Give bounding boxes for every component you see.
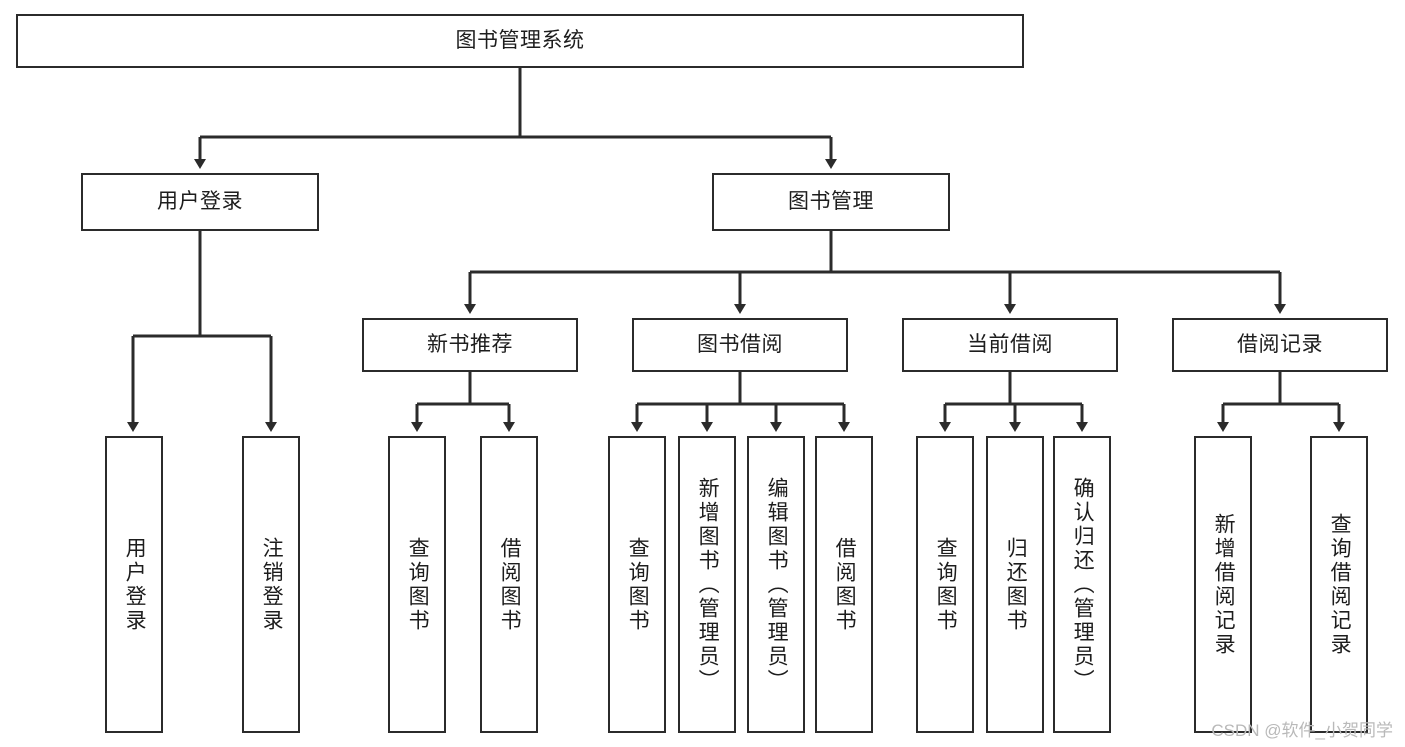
leaf-borrow-book-new[interactable]: 借阅图书 (480, 436, 538, 733)
leaf-edit-book-admin-label: 编辑图书（管理员） (765, 476, 789, 693)
leaf-add-book-admin-label: 新增图书（管理员） (696, 476, 720, 693)
leaf-return-book-label: 归还图书 (1004, 536, 1028, 633)
leaf-return-book[interactable]: 归还图书 (986, 436, 1044, 733)
node-current-borrow-label: 当前借阅 (967, 333, 1053, 357)
leaf-add-book-admin[interactable]: 新增图书（管理员） (678, 436, 736, 733)
node-user-login[interactable]: 用户登录 (81, 173, 319, 231)
node-borrow-record-label: 借阅记录 (1237, 333, 1323, 357)
watermark-text: CSDN @软件_小贺同学 (1211, 721, 1393, 740)
leaf-query-book-current-label: 查询图书 (934, 536, 958, 633)
node-book-management-label: 图书管理 (788, 190, 874, 214)
leaf-query-book-new-label: 查询图书 (406, 536, 430, 633)
node-borrow-record[interactable]: 借阅记录 (1172, 318, 1388, 372)
node-root-label: 图书管理系统 (455, 29, 585, 53)
node-book-borrow[interactable]: 图书借阅 (632, 318, 848, 372)
leaf-query-borrow-record[interactable]: 查询借阅记录 (1310, 436, 1368, 733)
leaf-user-login-label: 用户登录 (123, 536, 147, 633)
leaf-add-borrow-record-label: 新增借阅记录 (1212, 512, 1236, 657)
node-current-borrow[interactable]: 当前借阅 (902, 318, 1118, 372)
node-book-borrow-label: 图书借阅 (697, 333, 783, 357)
leaf-confirm-return-admin[interactable]: 确认归还（管理员） (1053, 436, 1111, 733)
leaf-query-borrow-record-label: 查询借阅记录 (1328, 512, 1352, 657)
node-book-management[interactable]: 图书管理 (712, 173, 950, 231)
leaf-borrow-book[interactable]: 借阅图书 (815, 436, 873, 733)
leaf-query-book-current[interactable]: 查询图书 (916, 436, 974, 733)
leaf-borrow-book-new-label: 借阅图书 (498, 536, 522, 633)
leaf-borrow-book-label: 借阅图书 (833, 536, 857, 633)
leaf-logout[interactable]: 注销登录 (242, 436, 300, 733)
leaf-confirm-return-admin-label: 确认归还（管理员） (1071, 476, 1095, 693)
leaf-edit-book-admin[interactable]: 编辑图书（管理员） (747, 436, 805, 733)
leaf-query-book-borrow-label: 查询图书 (626, 536, 650, 633)
leaf-logout-label: 注销登录 (260, 536, 284, 633)
node-new-book-recommend[interactable]: 新书推荐 (362, 318, 578, 372)
node-root[interactable]: 图书管理系统 (16, 14, 1024, 68)
leaf-query-book-new[interactable]: 查询图书 (388, 436, 446, 733)
leaf-add-borrow-record[interactable]: 新增借阅记录 (1194, 436, 1252, 733)
leaf-user-login[interactable]: 用户登录 (105, 436, 163, 733)
node-new-book-recommend-label: 新书推荐 (427, 333, 513, 357)
leaf-query-book-borrow[interactable]: 查询图书 (608, 436, 666, 733)
node-user-login-label: 用户登录 (157, 190, 243, 214)
